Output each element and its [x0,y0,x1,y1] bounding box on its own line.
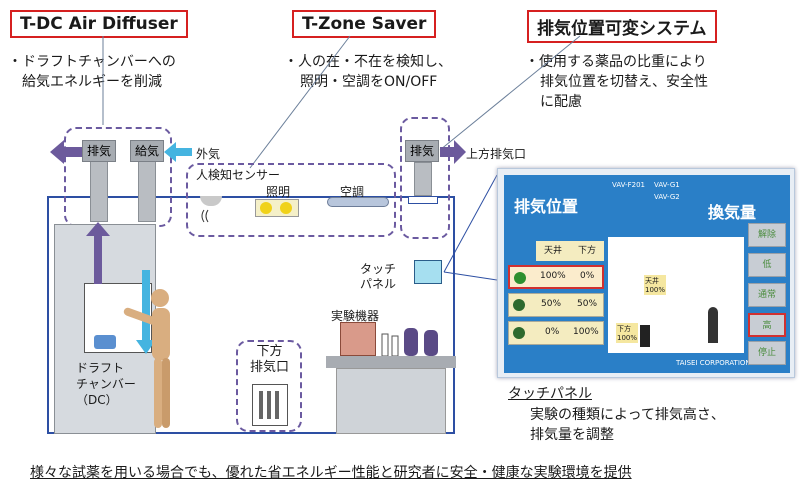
screen-title: 排気位置 [514,197,579,216]
screen-top-label-3: VAV-G2 [654,193,680,201]
outside-air-label: 外気 [196,147,221,161]
screen-col-lower: 下方 [570,241,604,261]
supply-duct-label: 給気 [130,140,164,162]
lower-exhaust-label: 下方 排気口 [250,344,290,375]
bottles-icon [381,328,438,356]
right-exhaust-arrow [440,140,466,164]
screen-row-2-lower: 50% [577,299,598,309]
sensor-label: 人検知センサー [196,168,281,182]
aircon-unit [327,197,389,207]
lab-bench-top [326,356,456,368]
beaker [94,335,116,349]
lower-exhaust-outline [236,340,302,432]
sensor-wave-icon [201,209,209,223]
touch-screen: 排気位置 換気量 VAV-F201 VAV-G1 VAV-G2 天井 100% … [504,175,790,373]
touch-screen-frame: 排気位置 換気量 VAV-F201 VAV-G1 VAV-G2 天井 100% … [497,168,795,378]
touch-panel-label: タッチ パネル [360,262,397,291]
exhaust-out-arrow [50,140,82,164]
footer-text: 様々な試薬を用いる場合でも、優れた省エネルギー性能と研究者に安全・健康な実験環境… [30,465,632,481]
upper-exhaust-vent [408,196,438,204]
zone-title: T-Zone Saver [292,10,437,38]
sensor-icon [200,196,222,206]
exhaust-line-2: 排気位置を切替え、安全性 [540,74,708,90]
screen-btn-low[interactable]: 低 [748,253,786,277]
screen-row-1[interactable]: 100% 0% [508,265,604,289]
draft-chamber-label: ドラフト チャンバー （DC） [76,361,136,407]
screen-row-2[interactable]: 50% 50% [508,293,604,317]
lighting-label: 照明 [266,185,291,199]
touch-caption-title: タッチパネル [508,386,592,402]
zone-saver-outline [186,163,396,237]
aircon-label: 空調 [340,185,365,199]
lighting-bulb-1 [260,202,272,214]
zone-line-2: 照明・空調をON/OFF [300,74,438,90]
screen-btn-release[interactable]: 解除 [748,223,786,247]
lab-equipment-label: 実験機器 [331,309,380,323]
connector-touch [443,271,498,281]
touch-caption-line-2: 排気量を調整 [530,427,614,443]
supply-duct [138,160,156,222]
exhaust-line-3: に配慮 [540,94,582,110]
screen-row-1-upper: 100% [540,271,566,281]
exhaust-duct [90,160,108,222]
exhaust-title: 排気位置可変システム [527,10,717,43]
screen-top-label-2: VAV-G1 [654,181,680,189]
lighting-bulb-2 [280,202,292,214]
diffuser-line-1: ・ドラフトチャンバーへの [8,54,176,70]
touch-panel-device [414,260,442,284]
exhaust-duct-label: 排気 [82,140,116,162]
down-flow-arrow [136,270,156,354]
right-exhaust-duct-label: 排気 [405,140,439,162]
touch-caption-line-1: 実験の種類によって排気高さ、 [530,407,725,423]
up-flow-arrow [86,222,110,284]
screen-tag-upper: 天井 100% [644,275,667,295]
screen-top-label-1: VAV-F201 [612,181,645,189]
screen-btn-stop[interactable]: 停止 [748,341,786,365]
room-outline [47,196,455,434]
screen-btn-high[interactable]: 高 [748,313,786,337]
screen-row-2-indicator [513,299,525,311]
right-exhaust-duct [414,162,432,196]
outside-air-arrow [164,142,192,162]
screen-tag-lower: 下方 100% [616,323,639,343]
connector-exhaust [439,35,581,151]
exhaust-position-outline [400,117,450,239]
screen-col-upper: 天井 [536,241,570,261]
screen-row-3-indicator [513,327,525,339]
screen-fumehood-icon [640,325,650,347]
screen-row-1-indicator [514,272,526,284]
lab-bench-body [336,368,446,434]
researcher-figure [123,289,170,428]
screen-row-1-lower: 0% [580,271,595,281]
zone-line-1: ・人の在・不在を検知し、 [284,54,452,70]
diffuser-title: T-DC Air Diffuser [10,10,188,38]
screen-right-title: 換気量 [708,203,757,222]
diffuser-line-2: 給気エネルギーを削減 [22,74,162,90]
screen-corp: TAISEI CORPORATION [676,359,751,367]
screen-row-3[interactable]: 0% 100% [508,321,604,345]
lab-equipment [340,322,376,356]
screen-row-3-upper: 0% [545,327,560,337]
lower-exhaust-vent [252,384,288,426]
screen-btn-normal[interactable]: 通常 [748,283,786,307]
screen-row-3-lower: 100% [573,327,599,337]
connector-zone [249,35,351,169]
upper-exhaust-label: 上方排気口 [466,147,527,161]
screen-row-2-upper: 50% [541,299,562,309]
screen-person-icon [708,307,718,343]
exhaust-line-1: ・使用する薬品の比重により [525,54,707,70]
